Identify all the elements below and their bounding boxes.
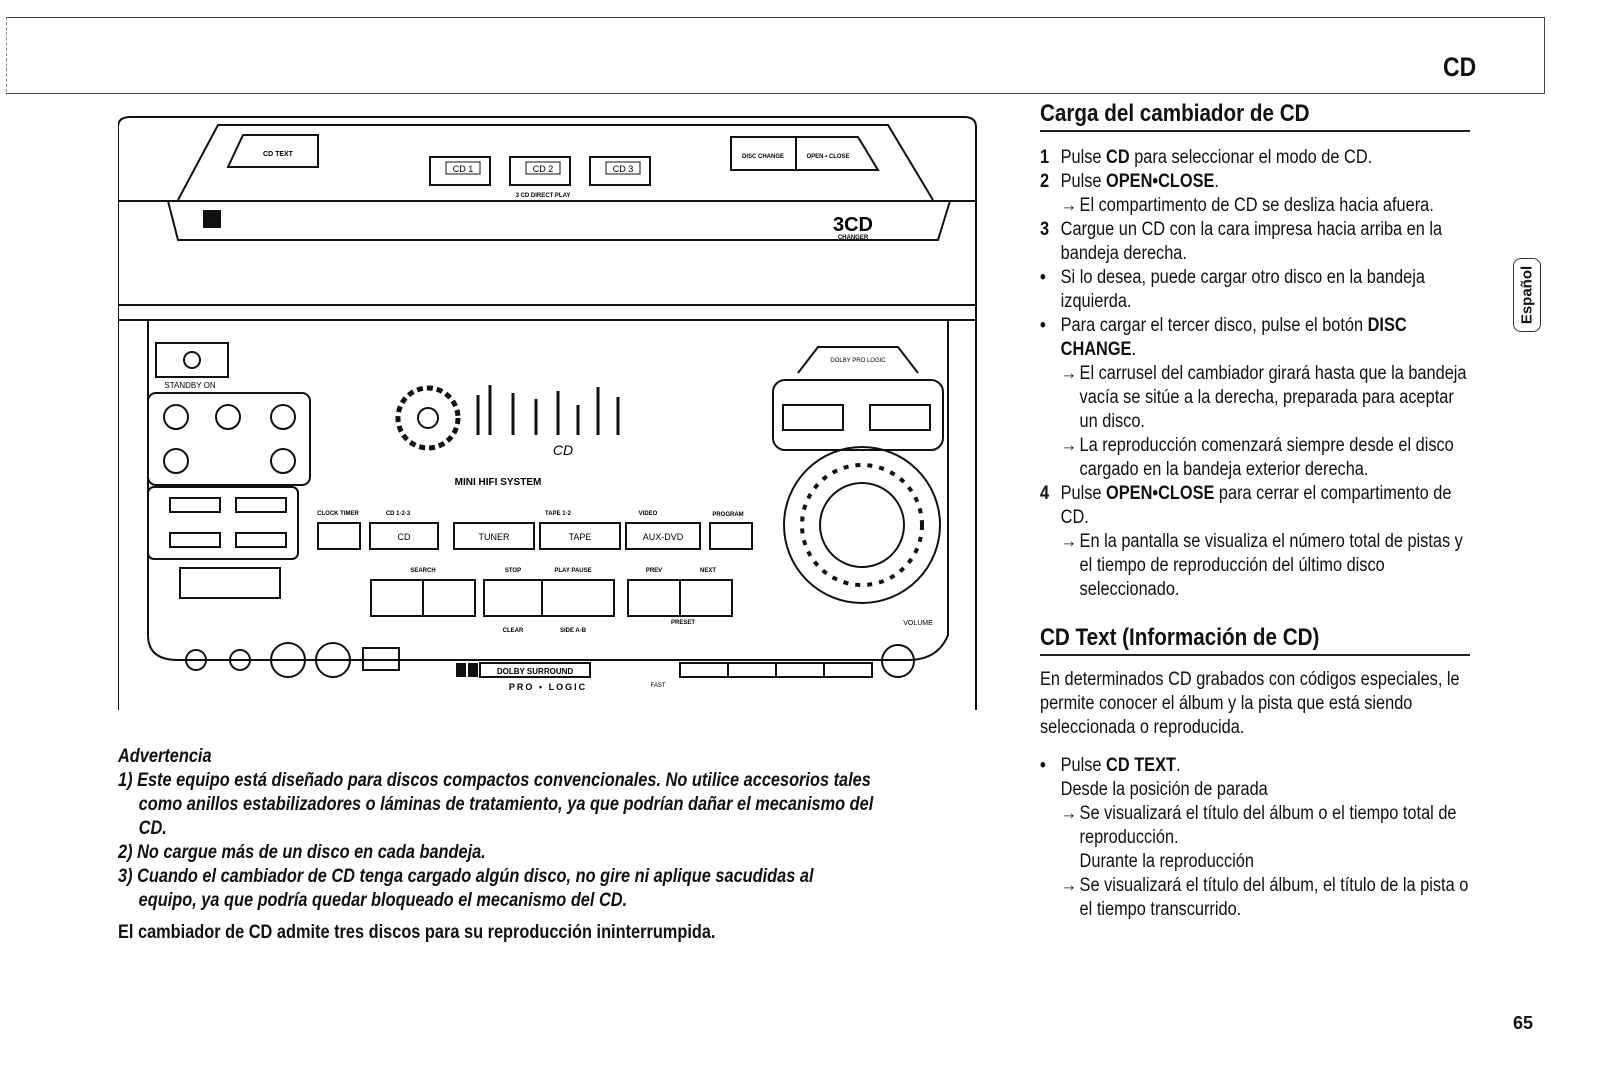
warning-section: Advertencia 1) Este equipo está diseñado… bbox=[118, 745, 998, 945]
mode-knob-cluster[interactable] bbox=[147, 392, 311, 599]
svg-text:PLAY PAUSE: PLAY PAUSE bbox=[554, 568, 591, 574]
transport-buttons[interactable] bbox=[370, 579, 733, 617]
cd-direct-buttons[interactable]: CD 1 CD 2 CD 3 3 CD DIRECT PLAY bbox=[429, 156, 651, 199]
cdtext-intro: En determinados CD grabados con códigos … bbox=[1040, 669, 1460, 738]
svg-text:FAST: FAST bbox=[650, 683, 665, 689]
mini-hifi-label: MINI HIFI SYSTEM bbox=[455, 477, 542, 488]
changer-summary: El cambiador de CD admite tres discos pa… bbox=[118, 922, 716, 943]
svg-text:AUX-DVD: AUX-DVD bbox=[643, 532, 684, 542]
language-tab: Español bbox=[1513, 258, 1541, 332]
during-play-label: Durante la reproducción bbox=[1079, 851, 1254, 872]
dolby-pro-logic-panel[interactable]: DOLBY PRO LOGIC bbox=[772, 346, 944, 451]
loading-heading: Carga del cambiador de CD bbox=[1040, 100, 1470, 132]
lower-function-buttons[interactable] bbox=[679, 662, 873, 678]
disc-logo-icon bbox=[203, 210, 221, 228]
source-button-labels: CD TUNER TAPE AUX-DVD bbox=[398, 532, 684, 542]
display-panel: CD MINI HIFI SYSTEM bbox=[395, 385, 620, 488]
top-section-outline bbox=[177, 124, 934, 201]
svg-text:VIDEO: VIDEO bbox=[639, 511, 658, 517]
cdtext-heading: CD Text (Información de CD) bbox=[1040, 624, 1470, 656]
svg-text:CLEAR: CLEAR bbox=[503, 628, 524, 634]
bullet-note-2: →La reproducción comenzará siempre desde… bbox=[1060, 435, 1454, 480]
svg-text:PROGRAM: PROGRAM bbox=[712, 512, 743, 518]
page-number: 65 bbox=[1513, 1013, 1534, 1033]
volume-knob[interactable]: VOLUME bbox=[783, 446, 941, 627]
header-frame bbox=[6, 17, 1545, 94]
svg-text:DOLBY PRO LOGIC: DOLBY PRO LOGIC bbox=[830, 358, 886, 364]
bullet-third-disc: •Para cargar el tercer disco, pulse el b… bbox=[1040, 315, 1407, 360]
svg-text:SIDE A-B: SIDE A-B bbox=[560, 628, 587, 634]
svg-text:NEXT: NEXT bbox=[700, 568, 716, 574]
svg-text:PRO • LOGIC: PRO • LOGIC bbox=[509, 682, 587, 692]
outer-frame bbox=[118, 116, 977, 710]
cdtext-note-2: →Se visualizará el título del álbum, el … bbox=[1060, 875, 1469, 920]
svg-text:CD 2: CD 2 bbox=[533, 164, 554, 174]
disc-change-open-close[interactable]: DISC CHANGE OPEN • CLOSE bbox=[730, 136, 880, 171]
svg-text:VOLUME: VOLUME bbox=[903, 620, 933, 627]
svg-text:CHANGER: CHANGER bbox=[838, 235, 869, 241]
source-labels: CLOCK TIMER CD 1·2·3 TAPE 1·2 VIDEO PROG… bbox=[317, 511, 744, 518]
cdtext-note-1: →Se visualizará el título del álbum o el… bbox=[1060, 803, 1457, 848]
step-2-note: →El compartimento de CD se desliza hacia… bbox=[1060, 195, 1434, 216]
bullet-note-1: →El carrusel del cambiador girará hasta … bbox=[1060, 363, 1467, 432]
svg-text:CD 1·2·3: CD 1·2·3 bbox=[386, 511, 411, 517]
section-title: CD bbox=[1443, 52, 1477, 82]
step-4-note: →En la pantalla se visualiza el número t… bbox=[1060, 531, 1463, 600]
svg-text:CLOCK TIMER: CLOCK TIMER bbox=[317, 511, 359, 517]
svg-text:CD: CD bbox=[398, 532, 411, 542]
header-frame-left bbox=[6, 17, 7, 92]
source-buttons[interactable] bbox=[317, 522, 753, 550]
warning-item-3: 3) Cuando el cambiador de CD tenga carga… bbox=[118, 866, 814, 911]
changer-logo: 3CD bbox=[833, 214, 873, 236]
svg-text:OPEN • CLOSE: OPEN • CLOSE bbox=[806, 154, 849, 160]
transport-labels: SEARCH STOP PLAY PAUSE PREV NEXT CLEAR S… bbox=[410, 568, 716, 634]
svg-text:PREV: PREV bbox=[646, 568, 662, 574]
svg-text:DISC CHANGE: DISC CHANGE bbox=[742, 154, 784, 160]
svg-text:PRESET: PRESET bbox=[671, 620, 695, 626]
svg-text:SEARCH: SEARCH bbox=[410, 568, 435, 574]
svg-text:TAPE 1·2: TAPE 1·2 bbox=[545, 511, 572, 517]
svg-text:CD: CD bbox=[553, 442, 573, 458]
warning-item-1: 1) Este equipo está diseñado para discos… bbox=[118, 770, 874, 839]
cd-text-label: CD TEXT bbox=[263, 151, 294, 158]
svg-text:TAPE: TAPE bbox=[569, 532, 592, 542]
cdtext-steps: •Pulse CD TEXT. Desde la posición de par… bbox=[1040, 754, 1470, 922]
hifi-front-panel-illustration: CD TEXT CD 1 CD 2 CD 3 3 CD DIRECT PLAY … bbox=[118, 115, 1002, 715]
dolby-surround-logo: DOLBY SURROUND PRO • LOGIC bbox=[456, 662, 591, 692]
svg-text:TUNER: TUNER bbox=[479, 532, 510, 542]
svg-text:CD 3: CD 3 bbox=[613, 164, 634, 174]
warning-title: Advertencia bbox=[118, 746, 212, 767]
svg-text:3 CD DIRECT PLAY: 3 CD DIRECT PLAY bbox=[516, 193, 571, 199]
svg-text:STANDBY ON: STANDBY ON bbox=[164, 381, 215, 390]
from-stop-label: Desde la posición de parada bbox=[1060, 779, 1268, 800]
standby-button[interactable]: STANDBY ON bbox=[155, 342, 229, 390]
cd-text-button[interactable]: CD TEXT bbox=[226, 134, 319, 168]
bullet-left-tray: •Si lo desea, puede cargar otro disco en… bbox=[1040, 267, 1425, 312]
svg-text:DOLBY SURROUND: DOLBY SURROUND bbox=[497, 667, 574, 676]
input-jacks bbox=[185, 642, 915, 678]
cdtext-bullet: •Pulse CD TEXT. bbox=[1040, 755, 1181, 776]
svg-text:CD 1: CD 1 bbox=[453, 164, 474, 174]
warning-item-2: 2) No cargue más de un disco en cada ban… bbox=[118, 842, 486, 863]
svg-text:STOP: STOP bbox=[505, 568, 521, 574]
